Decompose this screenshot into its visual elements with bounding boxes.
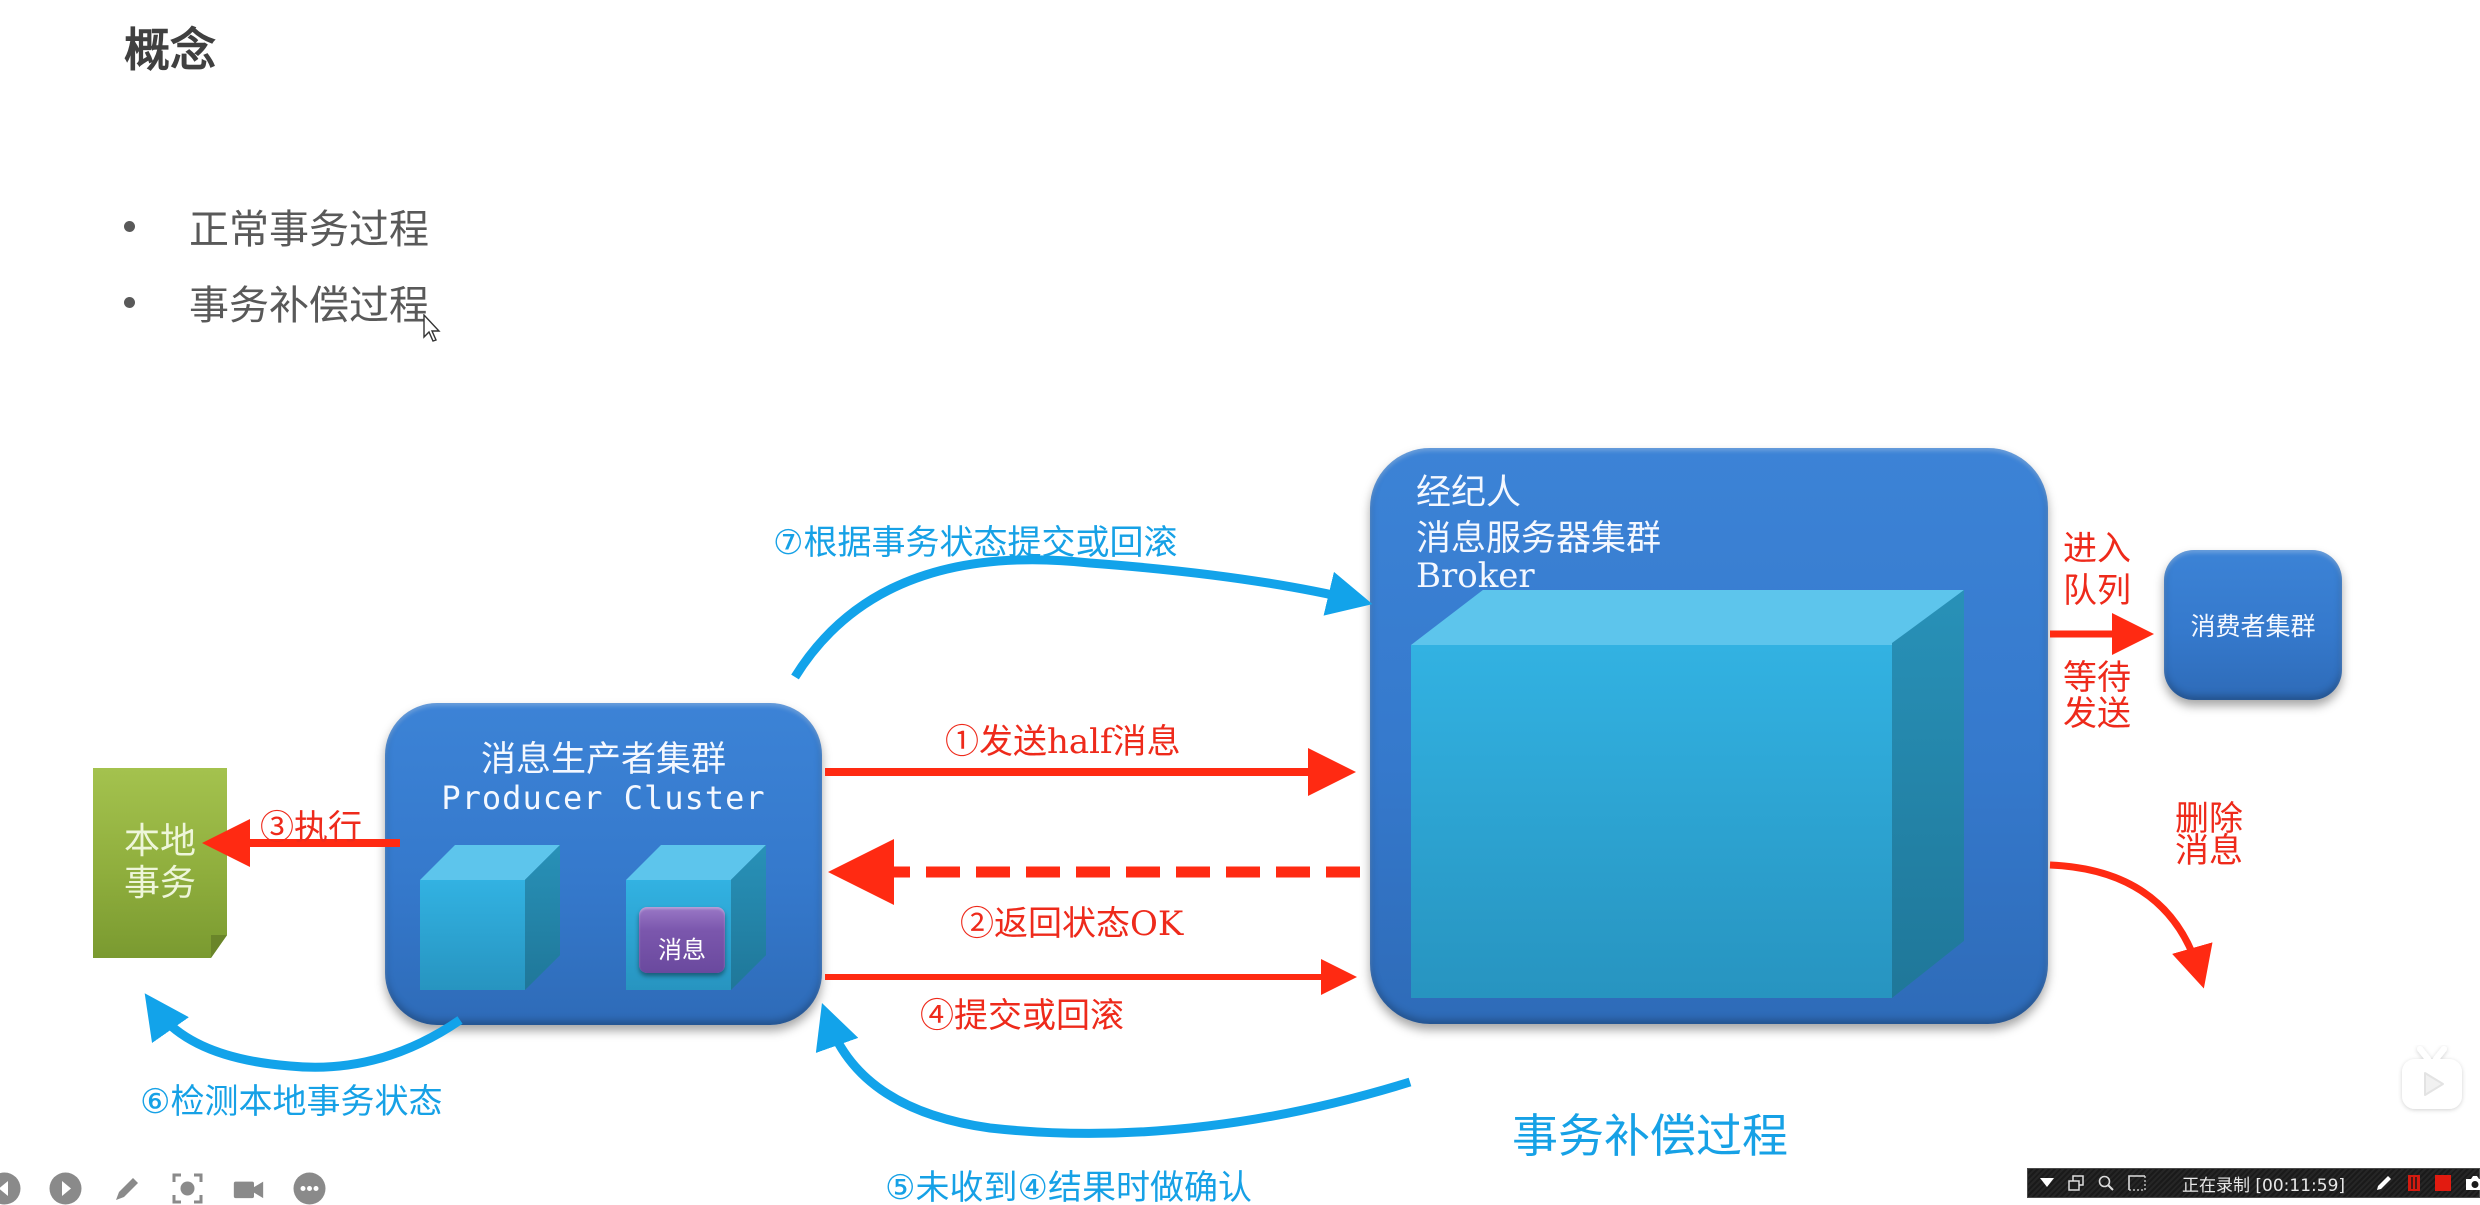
- arrow-commit-by-status: [791, 555, 1373, 680]
- video-button[interactable]: [232, 1172, 265, 1205]
- local-transaction-label: 本地事务: [123, 821, 196, 904]
- camera-icon: [233, 1181, 264, 1199]
- focus-tool-button[interactable]: [171, 1172, 204, 1205]
- step3-label: ③执行: [260, 808, 362, 848]
- annotate-button[interactable]: [2375, 1171, 2393, 1195]
- more-icon: [293, 1172, 326, 1205]
- arrow-check-local-status: [144, 993, 463, 1072]
- snapshot-button[interactable]: [2465, 1171, 2480, 1195]
- bullet-text: 事务补偿过程: [189, 283, 429, 329]
- arrow-confirm-no-result: [815, 1003, 1412, 1138]
- stop-icon: [2435, 1175, 2452, 1191]
- wait-send-label: 等待发送: [2063, 658, 2131, 734]
- message-badge: 消息: [639, 907, 725, 973]
- pencil-icon: [2377, 1176, 2392, 1190]
- bullet-dot-icon: [124, 296, 135, 308]
- broker-label-line1: 经纪人: [1416, 473, 1522, 513]
- prev-icon: [0, 1172, 21, 1205]
- section-caption: 事务补偿过程: [1512, 1109, 1788, 1163]
- previous-slide-button[interactable]: [0, 1172, 21, 1205]
- mouse-cursor-icon: [423, 314, 441, 342]
- step5-label: ⑤未收到④结果时做确认: [885, 1168, 1252, 1205]
- step7-label: ⑦根据事务状态提交或回滚: [773, 523, 1178, 563]
- step4-label: ④提交或回滚: [920, 996, 1124, 1036]
- delete-message-label: 删除消息: [2175, 799, 2243, 871]
- collapse-button[interactable]: [2040, 1171, 2054, 1195]
- region-select-button[interactable]: [2128, 1171, 2146, 1195]
- producer-cube-icon: [420, 845, 560, 990]
- slide-title: 概念: [124, 23, 216, 77]
- tv-play-icon: [2402, 1046, 2462, 1109]
- bullet-item: 正常事务过程: [124, 188, 429, 264]
- triangle-down-icon: [2040, 1178, 2054, 1187]
- zoom-button[interactable]: [2098, 1171, 2114, 1195]
- step2-label: ②返回状态OK: [960, 904, 1184, 944]
- screen-recording-bar: 正在录制 [00:11:59]: [2027, 1168, 2480, 1198]
- consumer-cluster-node: 消费者集群: [2164, 550, 2342, 700]
- bullet-text: 正常事务过程: [189, 207, 429, 253]
- bullet-dot-icon: [124, 220, 135, 232]
- video-player-float-button[interactable]: [2398, 1045, 2466, 1115]
- region-select-icon: [2128, 1175, 2146, 1191]
- broker-storage-cube-icon: [1411, 590, 1964, 998]
- step1-label: ①发送half消息: [945, 722, 1181, 762]
- broker-label-line2: 消息服务器集群: [1416, 519, 1662, 559]
- screenshot-icon: [172, 1173, 203, 1204]
- broker-label-line3: Broker: [1416, 556, 1535, 596]
- message-badge-label: 消息: [658, 936, 706, 964]
- bullet-list: 正常事务过程 事务补偿过程: [124, 188, 429, 340]
- pen-tool-button[interactable]: [110, 1172, 143, 1205]
- stop-recording-button[interactable]: [2435, 1171, 2452, 1195]
- consumer-label: 消费者集群: [2190, 612, 2316, 641]
- play-icon: [49, 1172, 82, 1205]
- arrow-delete-message: [2049, 861, 2213, 989]
- pen-icon: [116, 1178, 138, 1200]
- camera-snapshot-icon: [2466, 1176, 2480, 1190]
- window-mode-button[interactable]: [2068, 1171, 2084, 1195]
- recording-status: 正在录制 [00:11:59]: [2182, 1175, 2346, 1196]
- enqueue-label: 进入队列: [2063, 529, 2131, 611]
- magnifier-icon: [2098, 1175, 2114, 1191]
- pause-icon: [2408, 1175, 2421, 1191]
- step6-label: ⑥检测本地事务状态: [140, 1082, 443, 1122]
- more-options-button[interactable]: [293, 1172, 326, 1205]
- next-slide-button[interactable]: [49, 1172, 82, 1205]
- slide-player-toolbar: [0, 1172, 354, 1205]
- bullet-item: 事务补偿过程: [124, 264, 429, 340]
- pause-recording-button[interactable]: [2407, 1171, 2421, 1195]
- producer-title-en: Producer Cluster: [441, 779, 766, 817]
- restore-window-icon: [2068, 1175, 2084, 1191]
- producer-title-cn: 消息生产者集群: [480, 740, 726, 780]
